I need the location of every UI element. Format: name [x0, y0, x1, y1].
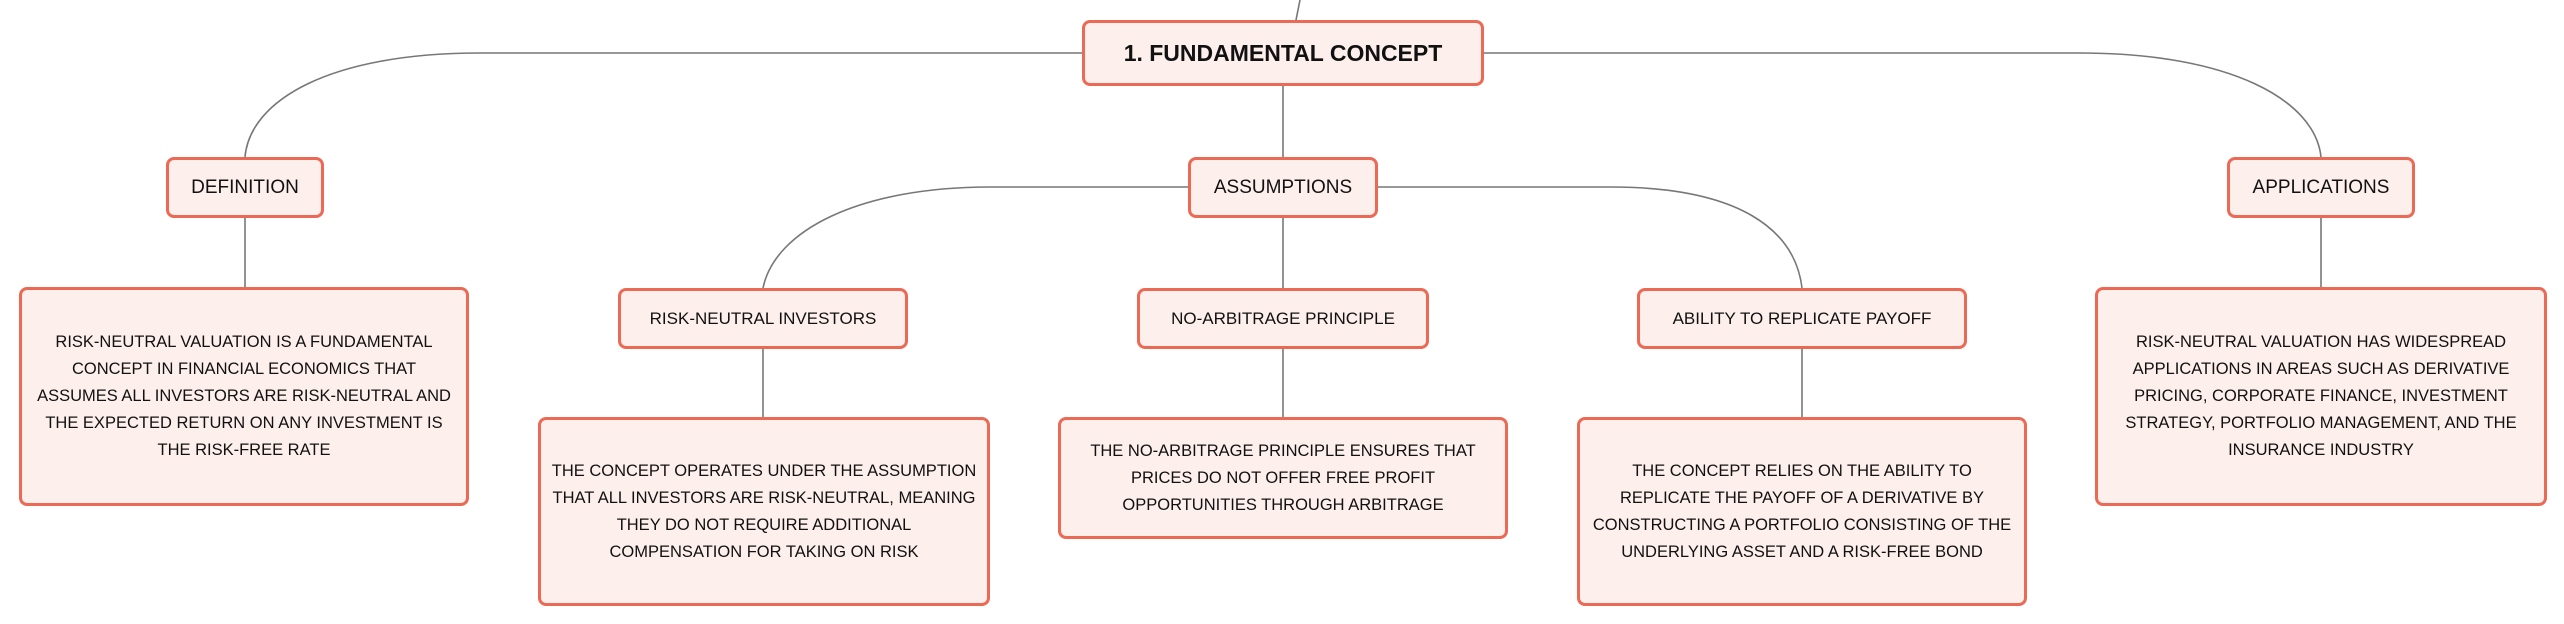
connector-parent-to-root — [1295, 0, 1301, 21]
assumptions-node[interactable]: ASSUMPTIONS — [1188, 157, 1378, 218]
root-node[interactable]: 1. FUNDAMENTAL CONCEPT — [1082, 20, 1484, 86]
definition-detail-text: RISK-NEUTRAL VALUATION IS A FUNDAMENTAL … — [37, 333, 451, 459]
risk-neutral-investors-detail-text: THE CONCEPT OPERATES UNDER THE ASSUMPTIO… — [551, 461, 977, 561]
definition-detail-node[interactable]: RISK-NEUTRAL VALUATION IS A FUNDAMENTAL … — [19, 287, 469, 506]
ability-to-replicate-payoff-node[interactable]: ABILITY TO REPLICATE PAYOFF — [1637, 288, 1967, 349]
applications-detail-text: RISK-NEUTRAL VALUATION HAS WIDESPREAD AP… — [2125, 333, 2517, 459]
ability-to-replicate-payoff-detail-text: THE CONCEPT RELIES ON THE ABILITY TO REP… — [1592, 461, 2012, 561]
no-arbitrage-principle-detail-node[interactable]: THE NO-ARBITRAGE PRINCIPLE ENSURES THAT … — [1058, 417, 1508, 539]
applications-node-label: APPLICATIONS — [2252, 176, 2390, 198]
assumptions-node-label: ASSUMPTIONS — [1213, 176, 1353, 198]
applications-node[interactable]: APPLICATIONS — [2227, 157, 2415, 218]
connector-assumptions-to-replicate — [1378, 186, 1803, 289]
ability-to-replicate-payoff-label: ABILITY TO REPLICATE PAYOFF — [1672, 308, 1932, 328]
ability-to-replicate-payoff-detail-node[interactable]: THE CONCEPT RELIES ON THE ABILITY TO REP… — [1577, 417, 2027, 606]
connector-root-to-applications — [1484, 52, 2322, 158]
definition-node-label: DEFINITION — [191, 176, 299, 198]
root-node-label: 1. FUNDAMENTAL CONCEPT — [1123, 39, 1443, 66]
risk-neutral-investors-node[interactable]: RISK-NEUTRAL INVESTORS — [618, 288, 908, 349]
connector-root-to-definition — [244, 52, 1082, 158]
no-arbitrage-principle-node[interactable]: NO-ARBITRAGE PRINCIPLE — [1137, 288, 1429, 349]
no-arbitrage-principle-detail-text: THE NO-ARBITRAGE PRINCIPLE ENSURES THAT … — [1090, 441, 1476, 514]
definition-node[interactable]: DEFINITION — [166, 157, 324, 218]
no-arbitrage-principle-label: NO-ARBITRAGE PRINCIPLE — [1171, 308, 1395, 328]
applications-detail-node[interactable]: RISK-NEUTRAL VALUATION HAS WIDESPREAD AP… — [2095, 287, 2547, 506]
risk-neutral-investors-detail-node[interactable]: THE CONCEPT OPERATES UNDER THE ASSUMPTIO… — [538, 417, 990, 606]
connector-assumptions-to-rn-investors — [762, 186, 1188, 289]
risk-neutral-investors-label: RISK-NEUTRAL INVESTORS — [649, 308, 877, 328]
